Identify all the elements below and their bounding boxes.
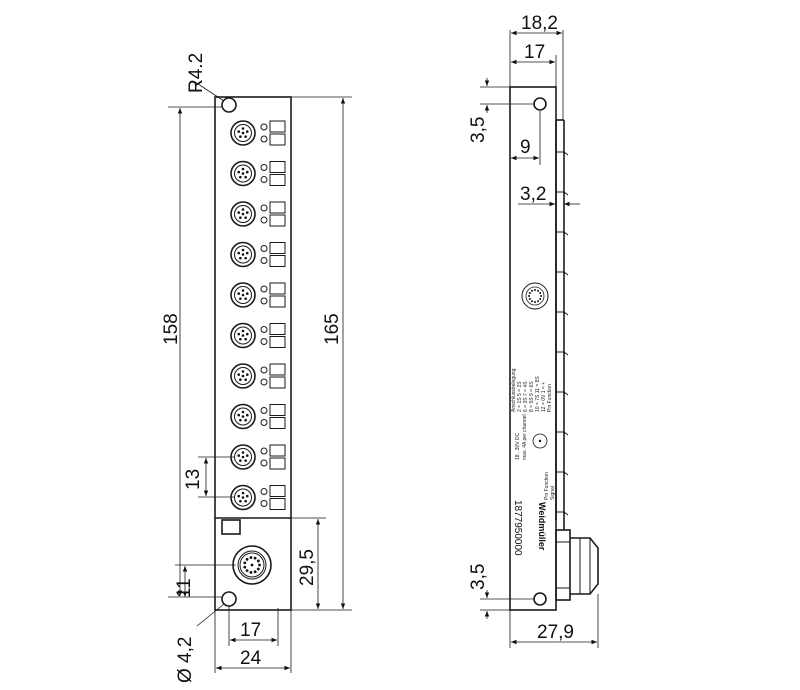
dim-top-hole-offset: 3,5: [468, 117, 489, 143]
dim-slot: 3,2: [520, 184, 546, 205]
port-7: [230, 363, 286, 389]
dim-connector-height: 29,5: [297, 549, 318, 586]
port-column: [230, 120, 286, 511]
front-view: R4.2 158 165 13 29,5 11 Ø 4,2 17: [161, 53, 352, 683]
svg-text:Pin Function: Pin Function: [544, 472, 550, 500]
port-8: [230, 403, 286, 430]
port-6: [230, 322, 286, 349]
dim-hole-diameter: Ø 4,2: [175, 637, 196, 683]
dim-bottom-hole-offset: 3,5: [468, 564, 489, 590]
dim-hole-depth: 9: [520, 137, 531, 158]
dim-port-span: 158: [161, 313, 182, 345]
side-view: Anschlussbelegung 2 = 1S 5 = 2S 6 = 3S 7…: [468, 13, 599, 648]
dim-body-depth: 17: [524, 42, 545, 63]
front-body-outline: [214, 96, 292, 611]
svg-text:12 = 0V 1 = +: 12 = 0V 1 = +: [541, 382, 547, 412]
dim-port-pitch: 13: [183, 469, 204, 490]
label-fine-print: Anschlussbelegung 2 = 1S 5 = 2S 6 = 3S 7…: [511, 368, 556, 500]
dim-hole-spacing: 17: [240, 620, 261, 641]
part-number: 1877950000: [512, 500, 523, 556]
wiring-diagram: [521, 282, 549, 449]
dim-total-depth: 18,2: [521, 13, 558, 34]
side-top-hole: [533, 97, 547, 111]
svg-text:Signal: Signal: [550, 486, 556, 500]
bottom-mounting-hole: [221, 591, 237, 607]
svg-text:8 = 5S 9 = 6S: 8 = 5S 9 = 6S: [529, 381, 535, 412]
dim-corner-radius: R4.2: [186, 53, 207, 93]
svg-text:max. 4A per channel: max. 4A per channel: [522, 414, 528, 460]
dim-connector-depth: 27,9: [537, 622, 574, 643]
side-connector: [555, 529, 599, 601]
main-connector: [232, 545, 272, 585]
port-2: [230, 160, 286, 187]
dim-body-width: 24: [240, 648, 262, 669]
status-window: [221, 519, 241, 535]
side-rail: [555, 119, 569, 530]
port-10: [230, 484, 286, 511]
dim-connector-offset: 11: [174, 578, 195, 598]
svg-text:2 = 1S 5 = 2S: 2 = 1S 5 = 2S: [517, 381, 523, 412]
brand-logo-text: Weidmüller: [537, 502, 547, 551]
port-3: [230, 201, 286, 227]
port-9: [230, 444, 286, 470]
port-5: [230, 282, 286, 308]
side-bottom-hole: [533, 592, 547, 606]
svg-text:18...30V DC: 18...30V DC: [515, 432, 521, 460]
svg-text:Anschlussbelegung: Anschlussbelegung: [511, 368, 517, 412]
top-mounting-hole: [221, 97, 237, 113]
port-1: [230, 120, 286, 146]
svg-text:Pin Function: Pin Function: [547, 384, 553, 412]
dim-overall-height: 165: [322, 313, 343, 345]
svg-text:10 = 7S 11 = 8S: 10 = 7S 11 = 8S: [535, 376, 541, 412]
svg-text:6 = 3S 7 = 4S: 6 = 3S 7 = 4S: [523, 381, 529, 412]
port-4: [230, 241, 286, 268]
